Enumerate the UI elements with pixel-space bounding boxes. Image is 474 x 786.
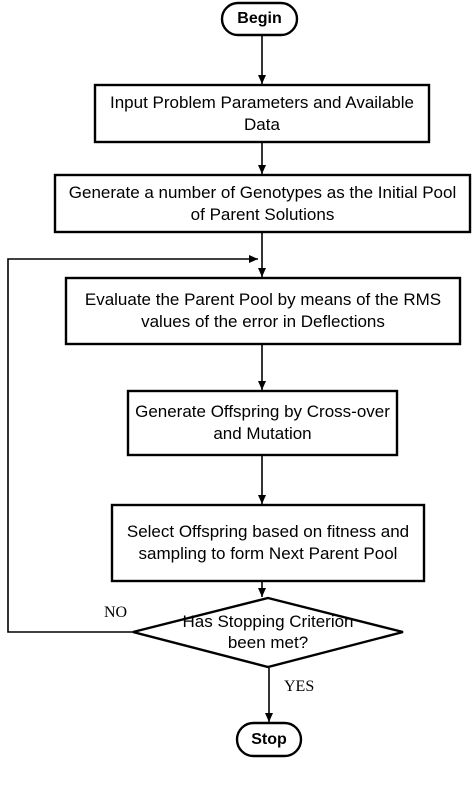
generate-offspring-label: Generate Offspring by Cross-over and Mut… [135,402,390,443]
stop-label: Stop [251,730,287,748]
generate-genotypes-box [53,173,472,234]
select-offspring-box [110,503,426,583]
begin-label: Begin [237,10,282,27]
stop-terminal-shape [235,721,303,758]
begin-terminal-shape [220,1,299,37]
evaluate-parent-pool-label: Evaluate the Parent Pool by means of the… [84,290,442,331]
input-parameters-box [93,83,431,144]
no-branch-label: NO [104,604,128,621]
stopping-criterion-label: Has Stopping Criterion been met? [182,612,354,652]
yes-branch-label: YES [284,678,315,695]
input-parameters-label: Input Problem Parameters and Available D… [110,92,414,134]
loop-back-connector [7,255,258,633]
select-offspring-label: Select Offspring based on fitness and sa… [126,522,410,563]
evaluate-parent-pool-box [64,276,462,346]
stopping-criterion-decision-shape [132,596,404,669]
generate-genotypes-label: Generate a number of Genotypes as the In… [68,182,457,224]
generate-offspring-box [126,389,399,457]
